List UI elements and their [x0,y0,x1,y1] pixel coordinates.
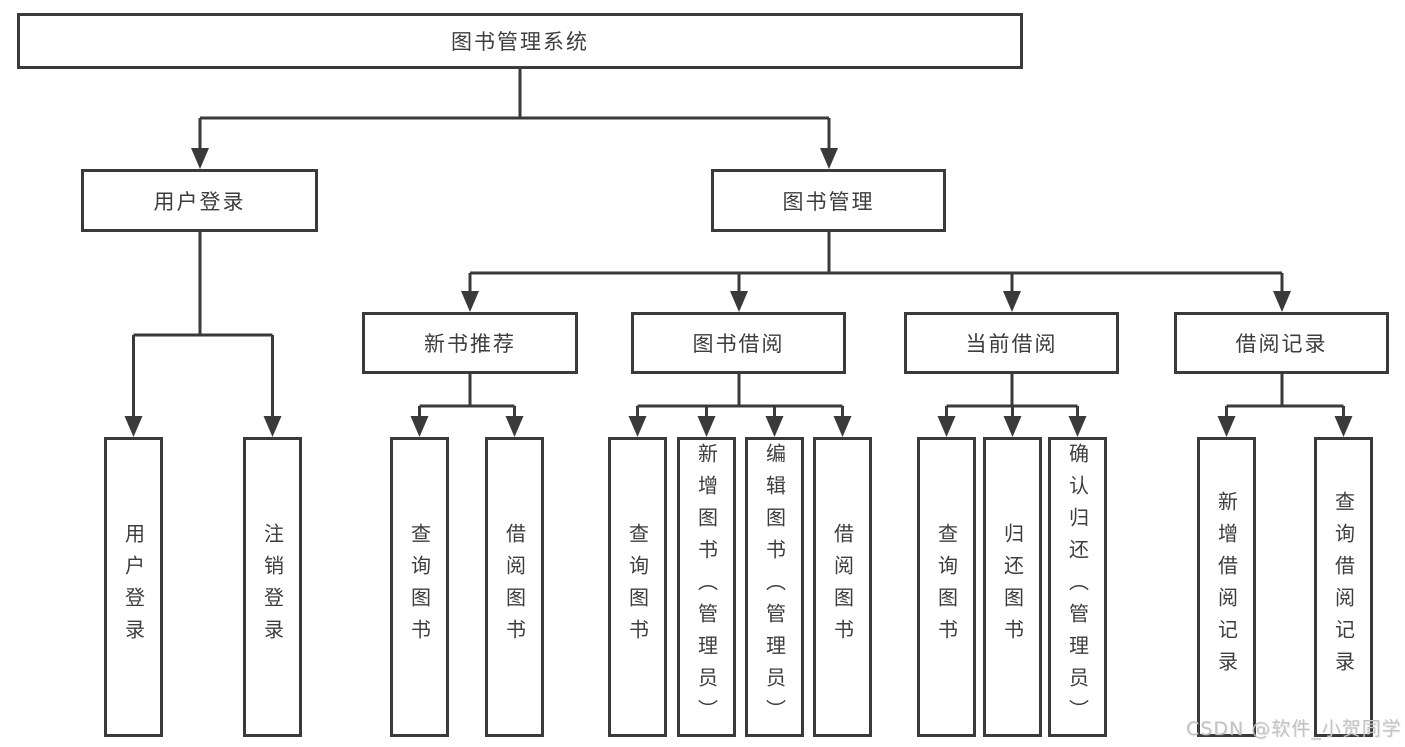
node-label: 用户登录 [153,189,246,214]
leaf-recommend-borrow-books: 借阅图书 [485,437,544,737]
node-label: 图书管理系统 [451,30,589,54]
node-label: 用户登录 [121,523,146,651]
node-label: 查询借阅记录 [1331,491,1356,683]
node-label: 图书借阅 [692,332,785,356]
node-library-management-system: 图书管理系统 [17,13,1023,69]
node-label: 编辑图书（管理员） [762,443,787,731]
leaf-logout: 注销登录 [243,437,302,737]
node-label: 借阅记录 [1235,332,1328,356]
leaf-borrowing-borrow-books: 借阅图书 [813,437,872,737]
node-label: 借阅图书 [502,523,527,651]
node-book-borrowing: 图书借阅 [631,312,846,374]
leaf-current-query-books: 查询图书 [917,437,976,737]
leaf-recommend-query-books: 查询图书 [390,437,449,737]
leaf-current-confirm-return-admin: 确认归还（管理员） [1048,437,1107,737]
node-label: 新增借阅记录 [1214,491,1239,683]
leaf-records-add-record: 新增借阅记录 [1197,437,1256,737]
node-label: 归还图书 [1000,523,1025,651]
leaf-borrowing-add-books-admin: 新增图书（管理员） [677,437,736,737]
node-label: 当前借阅 [965,332,1058,356]
node-label: 确认归还（管理员） [1065,443,1090,731]
node-label: 借阅图书 [830,523,855,651]
node-borrow-records: 借阅记录 [1174,312,1389,374]
node-label: 注销登录 [260,523,285,651]
node-label: 查询图书 [934,523,959,651]
leaf-current-return-books: 归还图书 [983,437,1042,737]
node-label: 查询图书 [407,523,432,651]
leaf-records-query-record: 查询借阅记录 [1314,437,1373,737]
node-label: 查询图书 [625,523,650,651]
node-current-borrowing: 当前借阅 [904,312,1119,374]
node-book-management: 图书管理 [711,169,946,232]
node-label: 图书管理 [782,189,875,214]
connector-arrowheads [124,148,1353,437]
node-user-login: 用户登录 [81,169,318,232]
csdn-watermark: CSDN @软件_小贺同学 [1186,718,1402,740]
leaf-borrowing-query-books: 查询图书 [608,437,667,737]
node-new-book-recommend: 新书推荐 [362,312,578,374]
leaf-borrowing-edit-books-admin: 编辑图书（管理员） [745,437,804,737]
node-label: 新书推荐 [424,332,516,356]
node-label: 新增图书（管理员） [694,443,719,731]
leaf-user-login: 用户登录 [104,437,163,737]
